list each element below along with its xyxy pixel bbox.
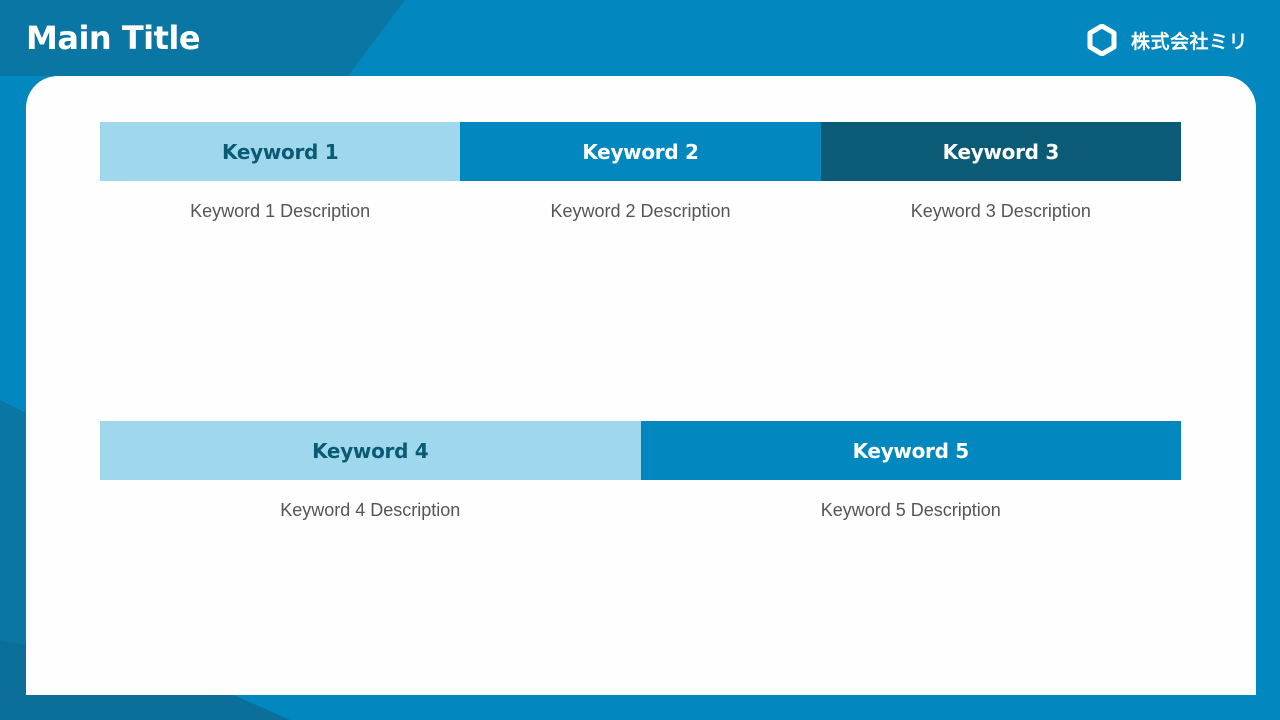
keyword-header: Keyword 2 (460, 122, 821, 181)
brand: 株式会社ミリ (1087, 24, 1248, 56)
page-title: Main Title (26, 19, 201, 57)
keyword-item: Keyword 3 Keyword 3 Description (820, 122, 1181, 222)
keyword-description: Keyword 3 Description (910, 201, 1091, 221)
keyword-item: Keyword 2 Keyword 2 Description (460, 122, 821, 222)
keyword-item: Keyword 5 Keyword 5 Description (640, 421, 1181, 521)
keyword-description: Keyword 1 Description (190, 201, 371, 221)
company-name: 株式会社ミリ (1130, 30, 1248, 53)
keyword-header: Keyword 5 (640, 421, 1181, 480)
keyword-header: Keyword 1 (100, 122, 461, 181)
keyword-header: Keyword 4 (100, 421, 641, 480)
hexagon-logo-icon (1087, 24, 1117, 56)
keyword-description: Keyword 2 Description (550, 201, 731, 221)
keyword-description: Keyword 5 Description (820, 500, 1001, 520)
keyword-item: Keyword 4 Keyword 4 Description (100, 421, 641, 521)
keyword-row-2: Keyword 4 Keyword 4 Description Keyword … (100, 421, 1181, 521)
keyword-header: Keyword 3 (820, 122, 1181, 181)
content-card: Keyword 1 Keyword 1 Description Keyword … (26, 76, 1256, 695)
keyword-description: Keyword 4 Description (280, 500, 461, 520)
keyword-row-1: Keyword 1 Keyword 1 Description Keyword … (100, 122, 1181, 222)
keyword-item: Keyword 1 Keyword 1 Description (100, 122, 461, 222)
